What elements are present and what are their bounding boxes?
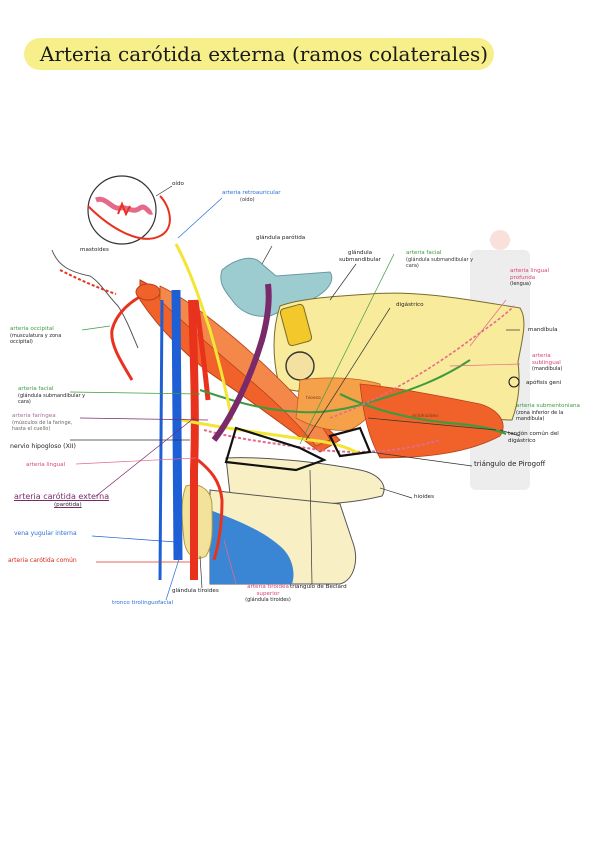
label-facial-top: arteria facial (glándula submandibular y… <box>406 250 486 270</box>
label-carotida-externa-title: arteria carótida externa <box>14 492 109 501</box>
label-hioeso: hioeso <box>306 396 321 403</box>
label-faringea-title: arteria faríngea <box>12 413 56 419</box>
label-tiroidea-superior-sub: (glándula tiroides) <box>240 597 296 604</box>
label-digastrico: digástrico <box>396 302 424 309</box>
label-carotida-externa: arteria carótida externa (parótida) <box>14 492 109 510</box>
label-retroauricular-sub: (oído) <box>240 197 281 204</box>
label-submentoniana: arteria submentoniana (zona inferior de … <box>516 403 588 423</box>
label-faringea-sub: (músculos de la faringe, hasta el cuello… <box>12 420 82 433</box>
label-carotida-externa-sub: (parótida) <box>54 501 109 510</box>
label-facial-top-sub: (glándula submandibular y cara) <box>406 257 486 270</box>
label-sublingual: arteria sublingual (mandíbula) <box>532 353 576 373</box>
label-hipogloso: nervio hipogloso (XII) <box>10 444 76 451</box>
internal-jugular-vein <box>176 290 178 560</box>
label-retroauricular: arteria retroauricular (oído) <box>222 190 281 203</box>
label-facial-left: arteria facial (glándula submandibular y… <box>18 386 90 406</box>
label-retroauricular-title: arteria retroauricular <box>222 190 281 196</box>
label-beclard: triángulo de Beclard <box>290 584 347 591</box>
muscle-origin <box>136 284 160 300</box>
label-submandibular: glándula submandibular <box>338 250 382 263</box>
label-faringea: arteria faríngea (músculos de la faringe… <box>12 413 82 433</box>
label-lingual-profunda-sub: (lengua) <box>510 281 554 288</box>
label-sublingual-title: arteria sublingual <box>532 353 561 366</box>
common-carotid-artery <box>192 300 195 580</box>
label-facial-top-title: arteria facial <box>406 250 441 256</box>
label-hioides: hioides <box>414 494 434 501</box>
label-tiroidea-superior-title: arteria tiroidea superior <box>247 584 289 597</box>
label-occipital: arteria occipital (musculatura y zona oc… <box>10 326 82 346</box>
label-carotida-comun: arteria carótida común <box>8 558 77 565</box>
label-facial-left-title: arteria facial <box>18 386 53 392</box>
label-pirogoff: triángulo de Pirogoff <box>474 461 545 468</box>
label-occipital-title: arteria occipital <box>10 326 54 332</box>
submandibular-gland <box>286 352 314 380</box>
label-mandibula: mandíbula <box>528 327 558 334</box>
label-occipital-sub: (musculatura y zona occipital) <box>10 333 82 346</box>
label-apofisis-geni: apófisis geni <box>526 380 561 387</box>
label-tendon-digastrico: tendón común del digástrico <box>508 431 574 444</box>
label-lingual-profunda: arteria lingual profunda (lengua) <box>510 268 554 288</box>
label-tiroidea-superior: arteria tiroidea superior (glándula tiro… <box>240 584 296 604</box>
label-vena-yugular: vena yugular interna <box>14 531 77 538</box>
label-facial-left-sub: (glándula submandibular y cara) <box>18 393 90 406</box>
label-tronco: tronco tirolinguofacial <box>112 600 173 607</box>
label-mastoides: mastoides <box>80 247 109 254</box>
label-tiroides: glándula tiroides <box>172 588 219 595</box>
label-submentoniana-sub: (zona inferior de la mandíbula) <box>516 410 588 423</box>
label-lingual-profunda-title: arteria lingual profunda <box>510 268 549 281</box>
label-oido: oído <box>172 181 184 188</box>
label-sublingual-sub: (mandíbula) <box>532 366 576 373</box>
label-parotida: glándula parótida <box>256 235 305 242</box>
label-milohioideo: milohioideo <box>412 414 438 421</box>
label-lingual: arteria lingual <box>26 462 65 469</box>
label-submentoniana-title: arteria submentoniana <box>516 403 580 409</box>
occipital-artery-dashed <box>60 270 116 294</box>
